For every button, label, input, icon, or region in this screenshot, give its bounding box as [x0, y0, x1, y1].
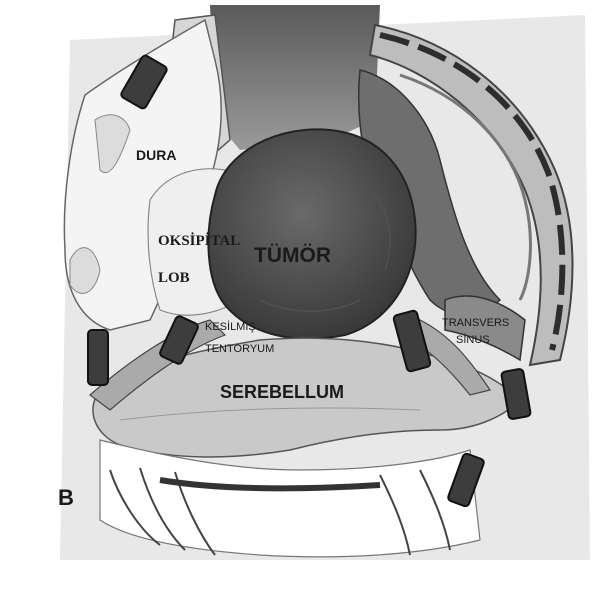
label-lob: LOB [158, 270, 190, 286]
label-tentoryum: TENTORYUM [205, 343, 274, 355]
label-kesilmis: KESİLMİŞ [205, 320, 256, 333]
label-tumor: TÜMÖR [254, 244, 331, 267]
label-dura: DURA [136, 147, 176, 163]
panel-letter: B [58, 485, 74, 510]
label-transvers: TRANSVERS [442, 317, 509, 329]
label-sinus: SİNUS [456, 333, 490, 346]
label-serebellum: SEREBELLUM [220, 382, 344, 402]
label-oksipital: OKSİPİTAL [158, 232, 240, 249]
